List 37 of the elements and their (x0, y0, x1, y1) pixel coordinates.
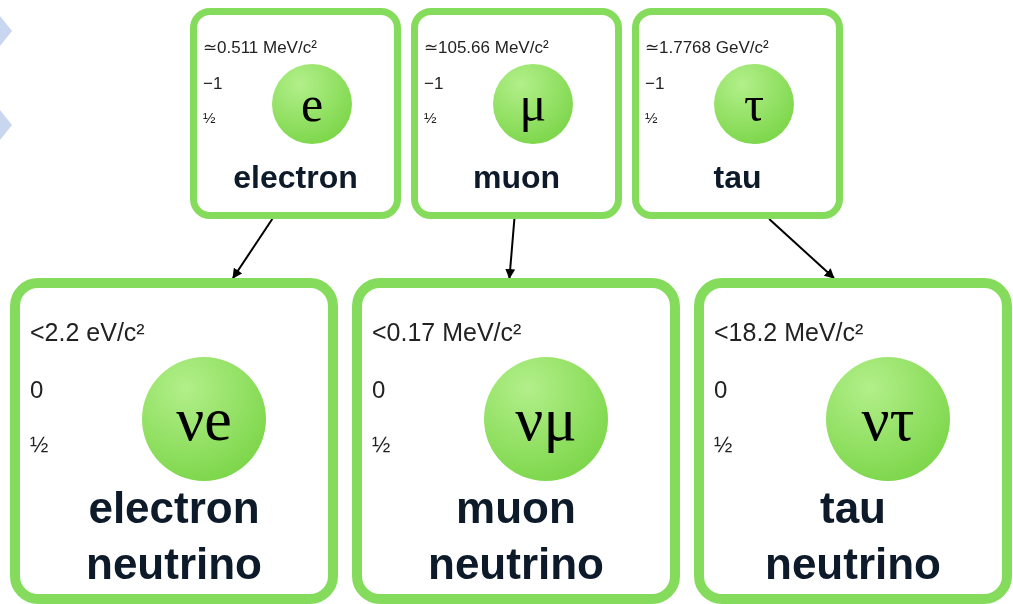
charge-label: 0 (714, 375, 728, 405)
particle-card (10, 278, 338, 604)
charge-label: −1 (203, 73, 223, 95)
particle-card (694, 278, 1012, 604)
spin-label: ½ (645, 108, 658, 128)
particle-symbol: ντ (861, 388, 915, 450)
particle-card (411, 8, 622, 219)
spin-label: ½ (372, 431, 391, 459)
arrow (768, 218, 835, 279)
particle-symbol: τ (743, 79, 765, 129)
spin-label: ½ (30, 431, 49, 459)
particle-name: electron neutrino (85, 482, 263, 590)
mass-label: ≃0.511 MeV/c² (203, 37, 317, 59)
spin-label: ½ (714, 431, 733, 459)
mass-label: <0.17 MeV/c² (372, 317, 522, 348)
particle-name: electron (232, 158, 359, 197)
charge-label: 0 (30, 375, 44, 405)
charge-label: −1 (424, 73, 444, 95)
particle-card (632, 8, 843, 219)
particle-card (352, 278, 680, 604)
spin-label: ½ (203, 108, 216, 128)
arrow (232, 218, 274, 279)
mass-label: ≃105.66 MeV/c² (424, 37, 549, 59)
arrow (505, 218, 516, 279)
particle-name: muon (471, 158, 562, 197)
charge-label: −1 (645, 73, 665, 95)
charge-label: 0 (372, 375, 386, 405)
particle-symbol: e (300, 79, 324, 129)
particle-card (190, 8, 401, 219)
particle-symbol: νe (176, 388, 232, 450)
mass-label: ≃1.7768 GeV/c² (645, 37, 769, 59)
mass-label: <2.2 eV/c² (30, 317, 145, 348)
mass-label: <18.2 MeV/c² (714, 317, 864, 348)
particle-name: tau neutrino (764, 482, 942, 590)
particle-name: tau (712, 158, 763, 197)
spin-label: ½ (424, 108, 437, 128)
particle-name: muon neutrino (427, 482, 605, 590)
